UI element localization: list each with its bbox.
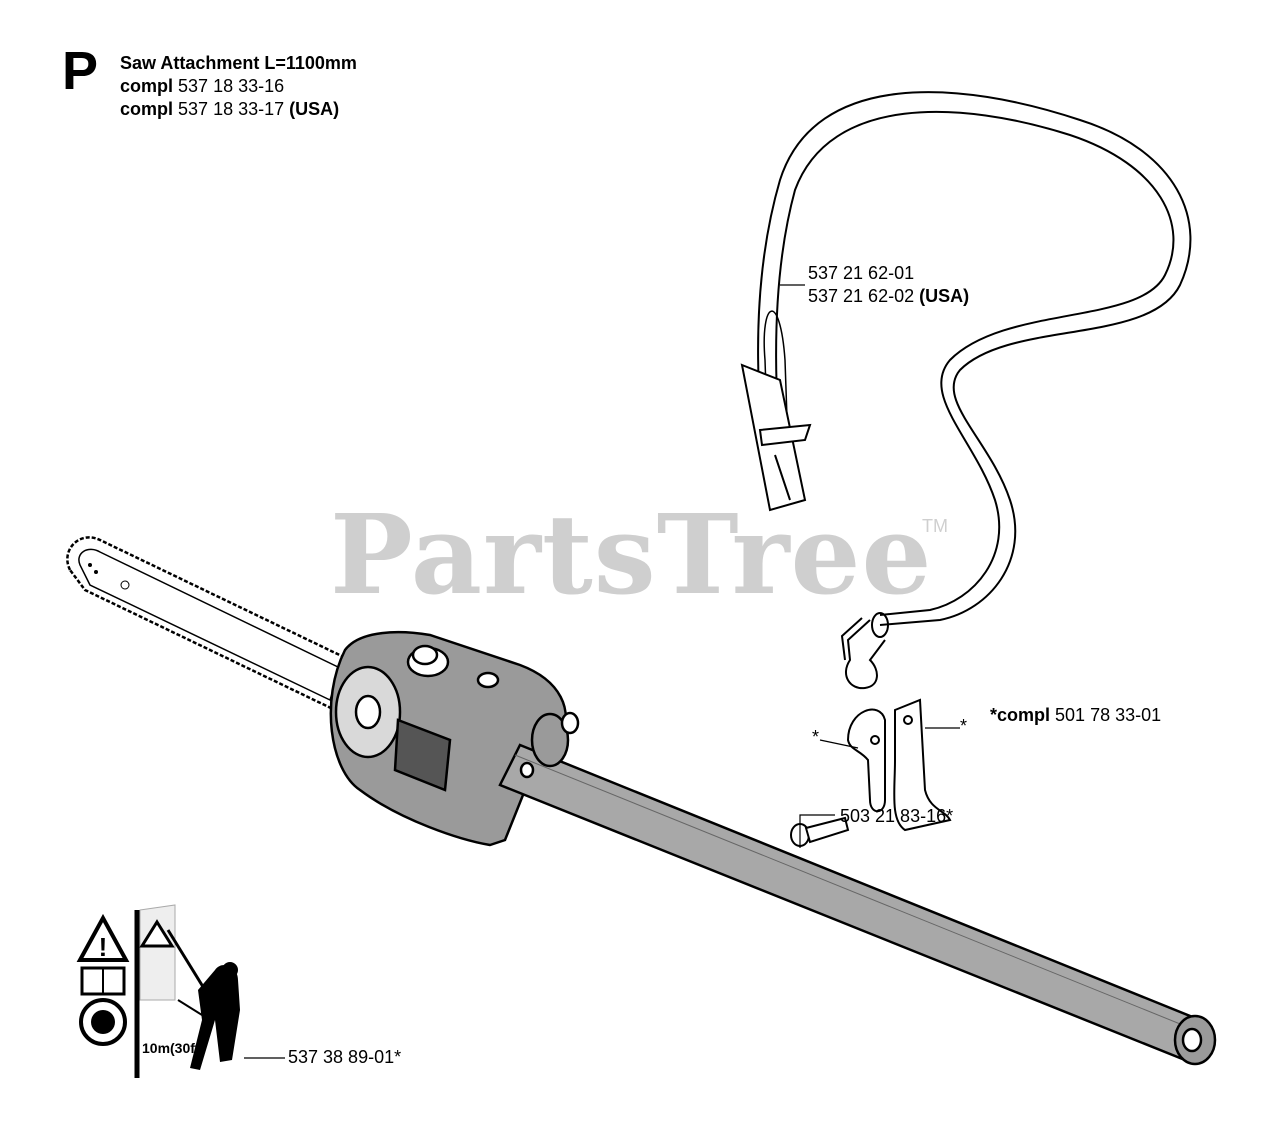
screw-callout: 503 21 83-16*	[840, 806, 954, 826]
decal-distance-label: 10m(30ft)	[142, 1040, 205, 1056]
kit-number: 537 18 33-17	[178, 99, 285, 119]
part-number-line: 537 21 62-02 (USA)	[808, 285, 969, 308]
kit-suffix: (USA)	[289, 99, 340, 119]
clamp-kit-callout: *compl 501 78 33-01	[990, 704, 1161, 727]
kit-prefix: compl	[120, 76, 174, 96]
decal-callout: 537 38 89-01*	[288, 1047, 402, 1067]
harness-buckle	[740, 363, 812, 512]
safety-decal: !	[76, 904, 240, 1078]
assembly-title: Saw Attachment L=1100mm	[120, 53, 357, 73]
asterisk-right: *	[960, 716, 968, 736]
part-number: 501 78 33-01	[1055, 705, 1162, 725]
leader-lines	[244, 284, 960, 1059]
kit-line: compl 537 18 33-17 (USA)	[120, 98, 357, 121]
kit-prefix: compl	[120, 99, 174, 119]
harness-strap	[757, 91, 1192, 626]
part-number: 537 21 62-01	[808, 263, 915, 283]
asterisk-left: *	[812, 727, 820, 747]
chain-bar	[66, 536, 352, 712]
svg-text:!: !	[99, 932, 108, 962]
kit-line: compl 537 18 33-16	[120, 75, 357, 98]
trademark-mark: TM	[922, 516, 948, 536]
kit-prefix: *compl	[990, 705, 1051, 725]
region-suffix: (USA)	[919, 286, 970, 306]
header-block: Saw Attachment L=1100mm compl 537 18 33-…	[120, 52, 357, 121]
partstree-watermark: PartsTree	[330, 490, 933, 619]
shaft-tube	[498, 711, 1217, 1066]
saw-head	[329, 631, 567, 847]
section-letter: P	[62, 41, 99, 101]
clamp-bracket	[846, 698, 952, 832]
part-number: 537 21 62-02	[808, 286, 915, 306]
kit-number: 537 18 33-16	[178, 76, 285, 96]
harness-hook	[840, 612, 889, 690]
harness-callout: 537 21 62-01 537 21 62-02 (USA)	[808, 262, 969, 308]
